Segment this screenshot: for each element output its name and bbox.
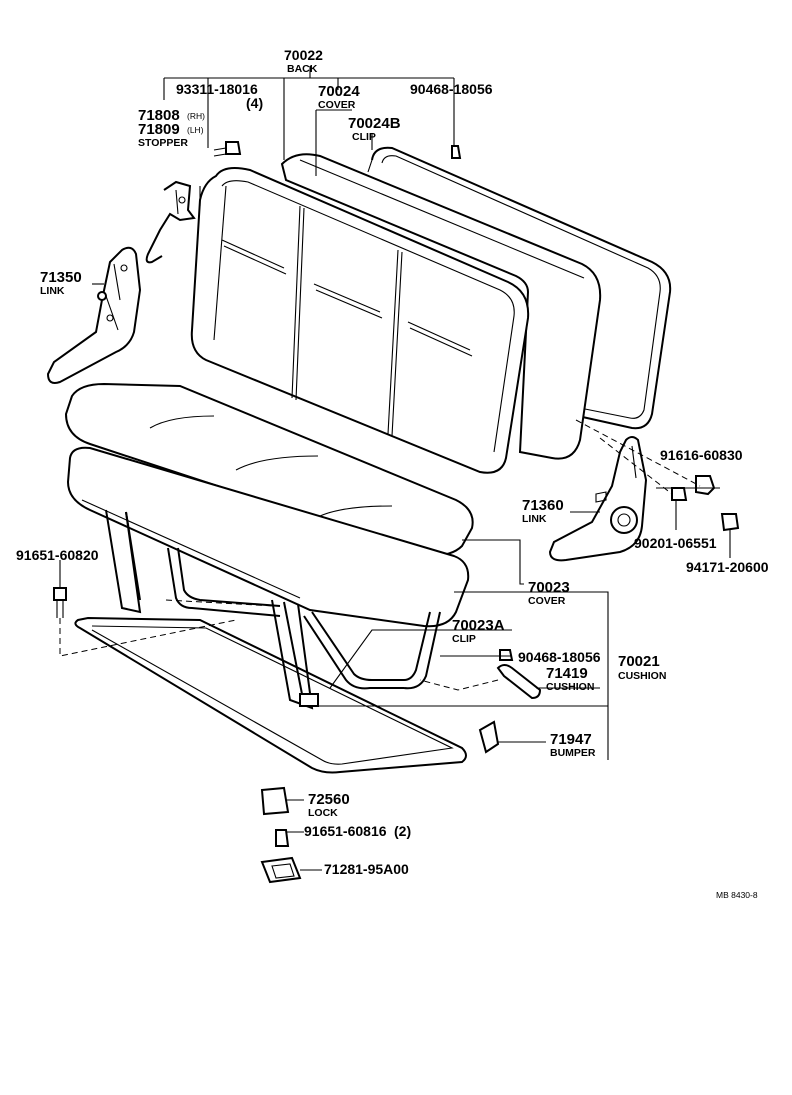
label-bolt-right-number: 91616-60830 (660, 447, 743, 463)
label-link-right-name: LINK (522, 513, 547, 525)
label-stopper-lh-number: 71809 (138, 121, 180, 138)
label-lock-number: 72560 (308, 791, 350, 808)
label-back-screw-qty: (4) (246, 95, 263, 111)
label-nut-right-number: 90201-06551 (634, 535, 717, 551)
label-back-clip-number: 70024B (348, 115, 401, 132)
label-cushion-pad-number: 71419 (546, 665, 588, 682)
label-bumper-name: BUMPER (550, 747, 596, 759)
back-frame (367, 146, 672, 430)
floor-tray (74, 616, 467, 774)
label-back-cover-name: COVER (318, 99, 356, 111)
label-stopper-lh-side: (LH) (187, 125, 204, 135)
hardware (53, 141, 740, 884)
label-back-clip-name: CLIP (352, 131, 376, 143)
label-cushion-clip-name: CLIP (452, 633, 476, 645)
label-bolt-left-number: 91651-60820 (16, 547, 99, 563)
label-lock-bolt-number: 91651-60816 (304, 823, 387, 839)
label-cushion-pad-name: CUSHION (546, 681, 594, 693)
link-left (46, 246, 142, 384)
label-stopper-rh-side: (RH) (187, 111, 205, 121)
label-back-top-part-number: 90468-18056 (410, 81, 493, 97)
label-cushion-assy-name: CUSHION (618, 670, 666, 682)
label-stopper-name: STOPPER (138, 137, 188, 149)
label-back-name: BACK (287, 63, 318, 75)
label-plate-number: 71281-95A00 (324, 861, 409, 877)
label-link-right-number: 71360 (522, 497, 564, 514)
label-back-screw-number: 93311-18016 (176, 81, 258, 97)
back-board (280, 153, 602, 460)
seat-back-pad (190, 167, 530, 474)
label-bumper-number: 71947 (550, 731, 592, 748)
label-lock-bolt-qty: (2) (394, 823, 411, 839)
callout-lines (59, 66, 731, 871)
label-link-left-name: LINK (40, 285, 65, 297)
label-lock-name: LOCK (308, 807, 338, 819)
label-cap-right-number: 94171-20600 (686, 559, 769, 575)
link-right (548, 436, 648, 562)
label-cushion-clip-number: 70023A (452, 617, 505, 634)
footer-code: MB 8430-8 (716, 890, 758, 900)
seat-frame (105, 509, 441, 710)
label-cushion-cover-number: 70023 (528, 579, 570, 596)
label-cushion-cover-name: COVER (528, 595, 566, 607)
label-cushion-part-number: 90468-18056 (518, 649, 601, 665)
label-back-number: 70022 (284, 47, 323, 63)
stopper-bracket (145, 180, 196, 264)
label-link-left-number: 71350 (40, 269, 82, 286)
label-back-cover-number: 70024 (318, 83, 360, 100)
label-stopper-rh-number: 71808 (138, 107, 180, 124)
seat-cushion-base (66, 446, 470, 628)
label-cushion-assy-number: 70021 (618, 653, 660, 670)
